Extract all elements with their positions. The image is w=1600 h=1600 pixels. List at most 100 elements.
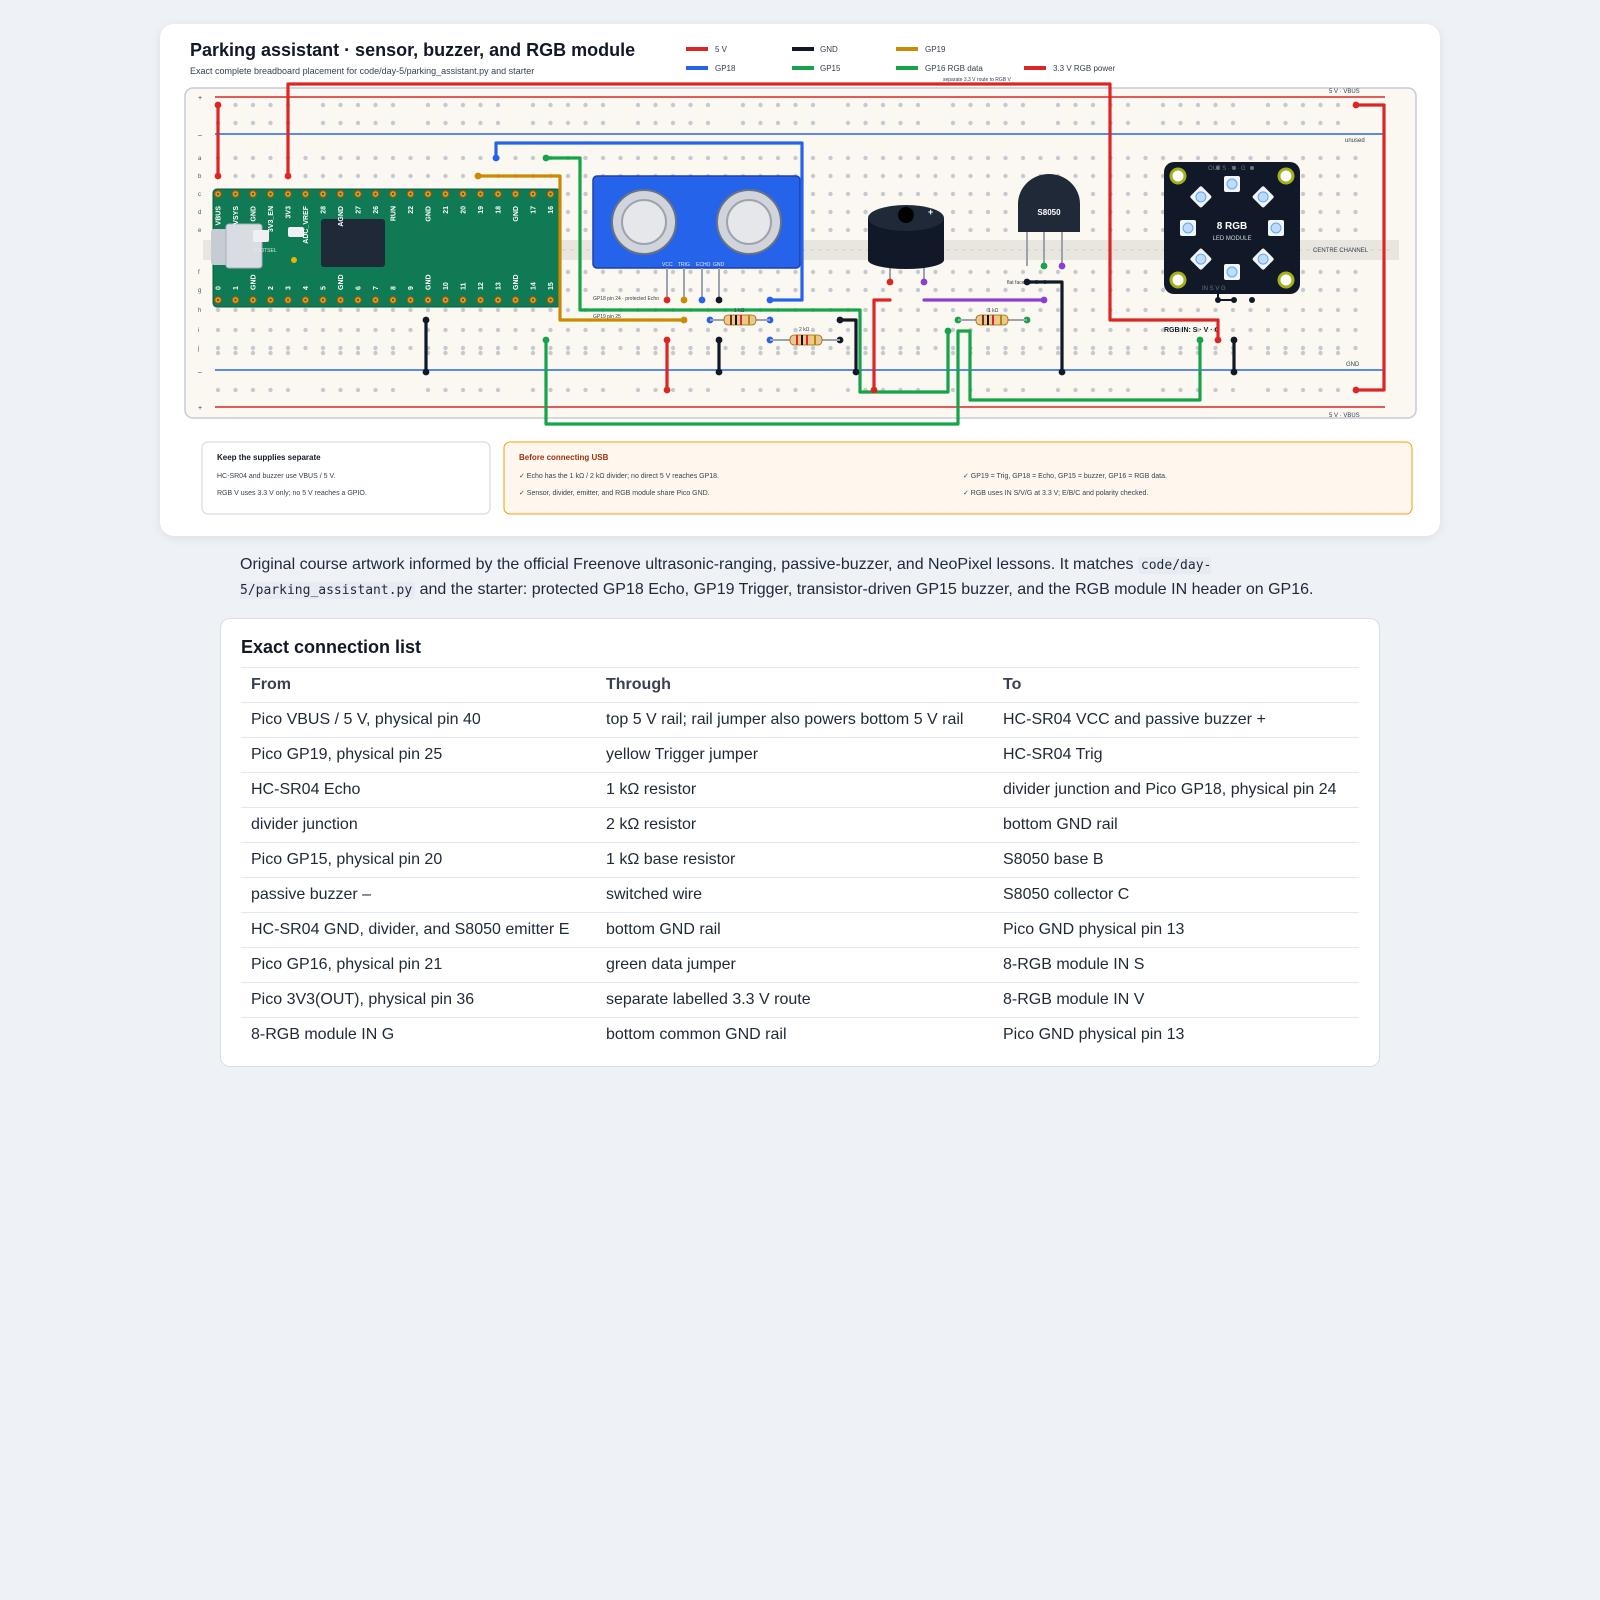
svg-text:14: 14	[531, 282, 538, 290]
svg-text:22: 22	[408, 206, 415, 214]
cell-to: Pico GND physical pin 13	[993, 912, 1359, 948]
rail-plus-bottom: +	[198, 405, 202, 412]
buzzer-plus: +	[928, 207, 933, 217]
svg-text:6: 6	[356, 286, 363, 290]
cell-from: Pico GP16, physical pin 21	[241, 947, 596, 983]
cell-from: divider junction	[241, 807, 596, 843]
svg-text:GND: GND	[426, 206, 433, 222]
rgb-name: 8 RGB	[1217, 221, 1248, 232]
rail-label-gnd: GND	[1346, 362, 1360, 368]
cell-from: passive buzzer –	[241, 877, 596, 913]
sensor-pin-trig: TRIG	[678, 262, 690, 268]
cell-to: 8-RGB module IN V	[993, 982, 1359, 1018]
svg-text:b: b	[198, 174, 202, 180]
note-usb-check: ✓ GP19 = Trig, GP18 = Echo, GP15 = buzze…	[963, 473, 1167, 480]
svg-text:8: 8	[391, 286, 398, 290]
cell-to: S8050 collector C	[993, 877, 1359, 913]
header-through: Through	[596, 667, 993, 703]
svg-text:c: c	[198, 192, 201, 198]
rail-minus-bottom: –	[198, 369, 202, 376]
sensor-pin-echo: ECHO	[696, 262, 711, 268]
svg-text:VSYS: VSYS	[233, 206, 240, 225]
svg-text:e: e	[198, 228, 202, 234]
svg-text:5 V: 5 V	[715, 45, 728, 54]
note-supplies-line: HC-SR04 and buzzer use VBUS / 5 V.	[217, 473, 335, 480]
svg-text:3.3 V RGB power: 3.3 V RGB power	[1053, 64, 1116, 73]
wire-gp18	[494, 141, 804, 302]
svg-text:GND: GND	[338, 274, 345, 290]
legend-item: GND	[792, 45, 838, 54]
svg-text:13: 13	[496, 282, 503, 290]
cell-through: 1 kΩ resistor	[596, 772, 993, 808]
note-usb-check: ✓ Echo has the 1 kΩ / 2 kΩ divider; no d…	[519, 473, 719, 480]
wires	[216, 82, 1386, 426]
cell-from: HC-SR04 Echo	[241, 772, 596, 808]
rail-label-unused: unused	[1345, 138, 1365, 144]
wire-endpoints	[214, 101, 1360, 394]
svg-text:GP18: GP18	[715, 64, 736, 73]
transistor-name: S8050	[1037, 208, 1061, 217]
svg-text:20: 20	[461, 206, 468, 214]
sensor-pin-vcc: VCC	[662, 262, 673, 268]
note-supplies-line: RGB V uses 3.3 V only; no 5 V reaches a …	[217, 490, 367, 497]
bootsel-label: BOOTSEL	[253, 248, 277, 254]
rail-minus-top: –	[198, 132, 202, 139]
cell-to: 8-RGB module IN S	[993, 947, 1359, 983]
svg-text:5: 5	[321, 286, 328, 290]
svg-text:i: i	[198, 328, 199, 334]
cell-through: separate labelled 3.3 V route	[596, 982, 993, 1018]
svg-text:4: 4	[303, 286, 310, 290]
svg-text:d: d	[198, 210, 201, 216]
cell-through: top 5 V rail; rail jumper also powers bo…	[596, 702, 993, 738]
passive-buzzer: +	[868, 205, 944, 282]
connection-table: From Through To Pico VBUS / 5 V, physica…	[241, 667, 1359, 1052]
svg-text:GP15: GP15	[820, 64, 841, 73]
resistor-1k-echo: 1 kΩ	[710, 308, 770, 326]
cell-to: HC-SR04 VCC and passive buzzer +	[993, 702, 1359, 738]
svg-text:19: 19	[478, 206, 485, 214]
svg-text:GP16 RGB data: GP16 RGB data	[925, 64, 983, 73]
svg-text:a: a	[198, 156, 202, 162]
wire-3v3-route	[286, 82, 1220, 342]
svg-text:ADC_VREF: ADC_VREF	[303, 205, 310, 243]
legend-item: GP15	[792, 64, 841, 73]
svg-text:21: 21	[443, 206, 450, 214]
legend-item: 3.3 V RGB power	[1024, 64, 1116, 73]
cell-from: Pico VBUS / 5 V, physical pin 40	[241, 702, 596, 738]
svg-text:AGND: AGND	[338, 206, 345, 227]
cell-from: Pico 3V3(OUT), physical pin 36	[241, 982, 596, 1018]
gp19-label: GP19 pin 25	[593, 314, 621, 320]
caption-text: and the starter: protected GP18 Echo, GP…	[415, 581, 1314, 598]
cell-to: bottom GND rail	[993, 807, 1359, 843]
s8050-transistor: S8050 flat face: E · B · C	[1007, 174, 1080, 286]
svg-text:RUN: RUN	[391, 206, 398, 221]
wire-gp16	[544, 329, 1202, 426]
svg-text:GND: GND	[251, 274, 258, 290]
cell-from: Pico GP15, physical pin 20	[241, 842, 596, 878]
wire-5v-buzzer	[872, 298, 892, 392]
svg-text:GND: GND	[426, 274, 433, 290]
sensor-pin-gnd: GND	[713, 262, 725, 268]
svg-text:26: 26	[373, 206, 380, 214]
legend-item: 5 V	[686, 45, 728, 54]
note-usb-check: ✓ Sensor, divider, emitter, and RGB modu…	[519, 490, 710, 497]
svg-text:17: 17	[531, 206, 538, 214]
rail-label-top: 5 V · VBUS	[1329, 89, 1360, 95]
diagram-card: Parking assistant · sensor, buzzer, and …	[160, 24, 1440, 536]
svg-text:3: 3	[286, 286, 293, 290]
svg-text:2: 2	[268, 286, 275, 290]
cell-through: bottom common GND rail	[596, 1017, 993, 1052]
rail-label-bottom: 5 V · VBUS	[1329, 413, 1360, 419]
wire-5v-rail-jumper	[1354, 103, 1386, 392]
svg-text:28: 28	[321, 206, 328, 214]
resistor-2k-label: 2 kΩ	[799, 327, 810, 333]
table-row: HC-SR04 GND, divider, and S8050 emitter …	[241, 912, 1359, 948]
cell-to: S8050 base B	[993, 842, 1359, 878]
legend-item: GP19	[896, 45, 946, 54]
resistor-2k-divider: 2 kΩ	[770, 327, 840, 346]
